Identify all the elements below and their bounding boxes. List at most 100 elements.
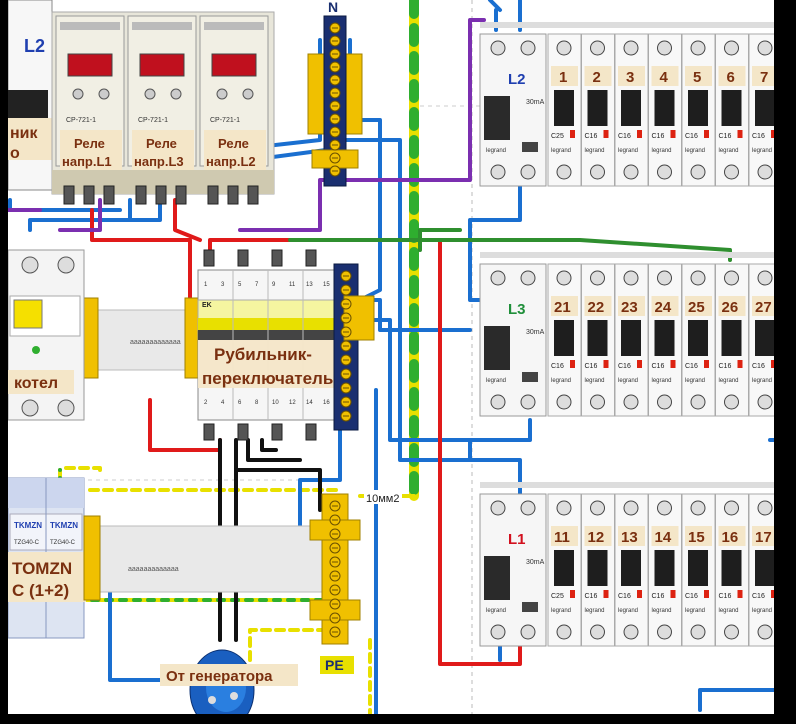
switch-terminal-top: 15: [323, 282, 330, 288]
relay-label-line2: напр.L1: [62, 154, 112, 169]
breaker-number: 23: [621, 299, 638, 316]
switch-terminal-bottom: 4: [221, 400, 225, 406]
terminal: [271, 423, 283, 441]
relay-label-line1: Реле: [218, 136, 249, 151]
generator-label: От генератора: [166, 668, 273, 685]
rcd-label: L1: [508, 531, 526, 548]
breaker-number: 27: [755, 299, 772, 316]
terminal: [237, 249, 249, 267]
brand-label: legrand: [752, 378, 772, 384]
spd-model-1: TZG40-C: [14, 540, 40, 546]
breaker-rating: C16: [752, 363, 765, 370]
spd-model-2: TZG40-C: [50, 540, 76, 546]
brand-label: legrand: [752, 148, 772, 154]
relay-model: CP-721-1: [66, 117, 96, 124]
breaker-number: 7: [760, 69, 768, 86]
breaker-number: 15: [688, 529, 705, 546]
n-bus-label: N: [328, 0, 338, 15]
brand-label: legrand: [551, 608, 571, 614]
frame-right: [774, 0, 796, 724]
n-bus-screws: [329, 22, 341, 177]
breaker-rating: C16: [719, 133, 732, 140]
relay-label-line2: напр.L2: [206, 154, 256, 169]
brand-label: legrand: [618, 148, 638, 154]
switch-terminal-bottom: 8: [255, 400, 259, 406]
brand-label: legrand: [486, 608, 506, 614]
relay-label-line1: Реле: [74, 136, 105, 151]
brand-label: legrand: [685, 608, 705, 614]
terminal: [175, 185, 187, 205]
breaker-rating: C16: [551, 363, 564, 370]
breaker-rating: C16: [618, 363, 631, 370]
breaker-rating: C16: [585, 593, 598, 600]
breaker-number: 16: [722, 529, 739, 546]
brand-label: legrand: [685, 148, 705, 154]
terminal: [305, 423, 317, 441]
brand-label: legrand: [652, 148, 672, 154]
middle-bus-screws: [340, 270, 352, 422]
breaker-rating: C16: [585, 133, 598, 140]
breaker-rating: C16: [652, 593, 665, 600]
breaker-number: 4: [660, 69, 669, 86]
wire-size-label: 10мм2: [366, 493, 399, 505]
terminal: [83, 185, 95, 205]
spd-logo-2: TKMZN: [50, 521, 78, 530]
relay-model: CP-721-1: [138, 117, 168, 124]
terminal: [227, 185, 239, 205]
relay-label-line1: Реле: [146, 136, 177, 151]
frame-left: [0, 0, 8, 724]
din-rail-text: aaaaaaaaaaaaa: [130, 339, 181, 346]
din-rail-text-2: aaaaaaaaaaaaa: [128, 566, 179, 573]
terminal: [103, 185, 115, 205]
rcd-rating: 30mA: [526, 329, 545, 336]
pe-bus-label: PE: [325, 657, 344, 673]
brand-label: legrand: [486, 148, 506, 154]
din-clip: [83, 515, 101, 601]
brand-label: legrand: [752, 608, 772, 614]
rcd-rating: 30mA: [526, 99, 545, 106]
switch-terminal-bottom: 6: [238, 400, 242, 406]
boiler-device: [7, 249, 85, 421]
breaker-number: 25: [688, 299, 705, 316]
switch-terminal-bottom: 10: [272, 400, 279, 406]
breaker-row-l2: L230mAlegrand1C25legrand2C16legrand3C16l…: [479, 22, 783, 187]
breaker-number: 17: [755, 529, 772, 546]
breaker-rating: C16: [652, 133, 665, 140]
brand-label: legrand: [551, 148, 571, 154]
breaker-number: 13: [621, 529, 638, 546]
breaker-rating: C16: [618, 593, 631, 600]
breaker-rating: C16: [685, 363, 698, 370]
terminal: [271, 249, 283, 267]
relay-model: CP-721-1: [210, 117, 240, 124]
brand-label: legrand: [486, 378, 506, 384]
breaker-number: 14: [655, 529, 672, 546]
switch-terminal-bottom: 14: [306, 400, 313, 406]
